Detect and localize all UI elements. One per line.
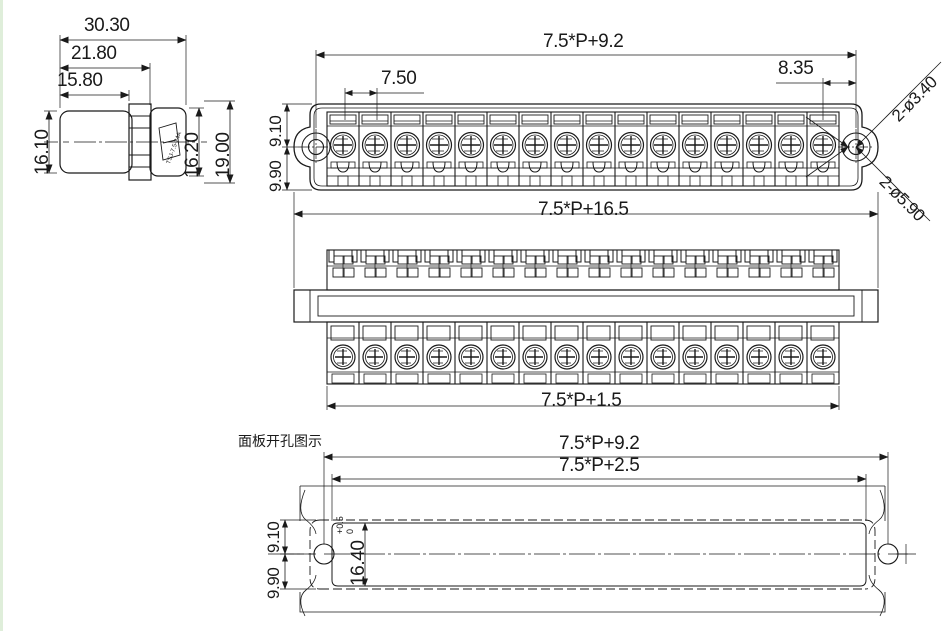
terminal-pole-top bbox=[329, 114, 357, 187]
terminal-pole-top bbox=[614, 112, 645, 187]
terminal-pole-front-lower bbox=[646, 322, 676, 384]
dim-cutout-mount-hole-span: 7.5*P+9.2 bbox=[559, 433, 640, 454]
terminal-pole-front-upper bbox=[616, 250, 646, 278]
panel-cutout-title: 面板开孔图示 bbox=[238, 433, 322, 449]
dim-top-mount-edge-upper: 9.10 bbox=[266, 115, 285, 148]
terminal-pole-front-upper bbox=[712, 250, 742, 278]
dim-side-flange-height-inner: 16.20 bbox=[182, 132, 203, 178]
dim-cutout-tol-upper: +0.5 bbox=[335, 516, 345, 534]
terminal-pole-top bbox=[582, 112, 613, 187]
terminal-pole-top bbox=[678, 112, 709, 187]
terminal-pole-front-lower bbox=[422, 322, 452, 384]
terminal-pole-top bbox=[454, 112, 485, 187]
terminal-pole-front-lower bbox=[454, 322, 484, 384]
terminal-pole-front-upper bbox=[648, 250, 678, 278]
terminal-pole-front-upper bbox=[488, 250, 518, 278]
terminal-pole-top bbox=[390, 112, 421, 187]
terminal-pole-front-upper bbox=[680, 250, 710, 278]
terminal-pole-top bbox=[742, 112, 773, 187]
terminal-pole-top bbox=[486, 112, 517, 187]
dim-cutout-tol-lower: 0 bbox=[345, 528, 355, 534]
dim-front-terminal-span: 7.5*P+1.5 bbox=[541, 390, 622, 411]
dim-side-overall-length: 30.30 bbox=[84, 15, 130, 36]
dim-cutout-edge-center-upper: 9.10 bbox=[264, 521, 283, 554]
dim-side-body-height: 16.10 bbox=[32, 129, 53, 175]
terminal-pole-front-upper bbox=[584, 250, 614, 278]
dim-front-overall-across-flange: 7.5*P+16.5 bbox=[538, 199, 629, 220]
terminal-pole-top bbox=[774, 112, 805, 187]
terminal-pole-front-upper bbox=[552, 250, 582, 278]
terminal-pole-top bbox=[646, 112, 677, 187]
left-edge-accent-strip bbox=[0, 0, 3, 631]
terminal-pole-front-upper bbox=[392, 250, 422, 278]
terminal-pole-front-lower bbox=[614, 322, 644, 384]
terminal-pole-top bbox=[550, 112, 581, 187]
terminal-pole-front-lower bbox=[678, 322, 708, 384]
dim-top-overall-width: 7.5*P+9.2 bbox=[543, 31, 624, 52]
terminal-pole-front-upper bbox=[744, 250, 774, 278]
dim-side-body-length: 21.80 bbox=[71, 43, 117, 64]
terminal-pole-front-lower bbox=[774, 322, 804, 384]
terminal-pole-front-upper bbox=[360, 250, 390, 278]
terminal-pole-top bbox=[710, 112, 741, 187]
terminal-pole-front-lower bbox=[710, 322, 740, 384]
terminal-pole-top bbox=[422, 112, 453, 187]
terminal-pole-front-lower bbox=[806, 322, 836, 384]
dim-side-flange-height-outer: 19.00 bbox=[213, 132, 234, 178]
terminal-pole-front-lower bbox=[518, 322, 548, 384]
terminal-pole-front-lower bbox=[358, 322, 388, 384]
terminal-pole-front-lower bbox=[486, 322, 516, 384]
terminal-pole-front-lower bbox=[742, 322, 772, 384]
terminal-pole-front-lower bbox=[582, 322, 612, 384]
terminal-pole-top bbox=[806, 112, 837, 187]
terminal-pole-top bbox=[518, 112, 549, 187]
terminal-pole-top bbox=[358, 112, 389, 187]
terminal-pole-front-upper bbox=[328, 250, 358, 278]
dim-top-mount-edge-lower: 9.90 bbox=[266, 160, 285, 193]
dim-cutout-edge-center-lower: 9.90 bbox=[264, 567, 283, 600]
dim-top-pitch: 7.50 bbox=[381, 68, 417, 89]
terminal-pole-front-lower bbox=[330, 325, 356, 384]
terminal-pole-front-upper bbox=[456, 250, 486, 278]
dim-side-housing-length: 15.80 bbox=[57, 70, 103, 91]
terminal-pole-front-lower bbox=[390, 322, 420, 384]
terminal-pole-front-upper bbox=[776, 250, 806, 278]
terminal-pole-front-lower bbox=[550, 322, 580, 384]
dim-cutout-height: 16.40 bbox=[348, 540, 369, 586]
terminal-pole-front-upper bbox=[424, 250, 454, 278]
dim-cutout-length: 7.5*P+2.5 bbox=[559, 455, 640, 476]
terminal-pole-front-upper bbox=[520, 250, 550, 278]
terminal-pole-front-upper bbox=[808, 250, 838, 278]
dim-top-end-offset: 8.35 bbox=[778, 58, 814, 79]
